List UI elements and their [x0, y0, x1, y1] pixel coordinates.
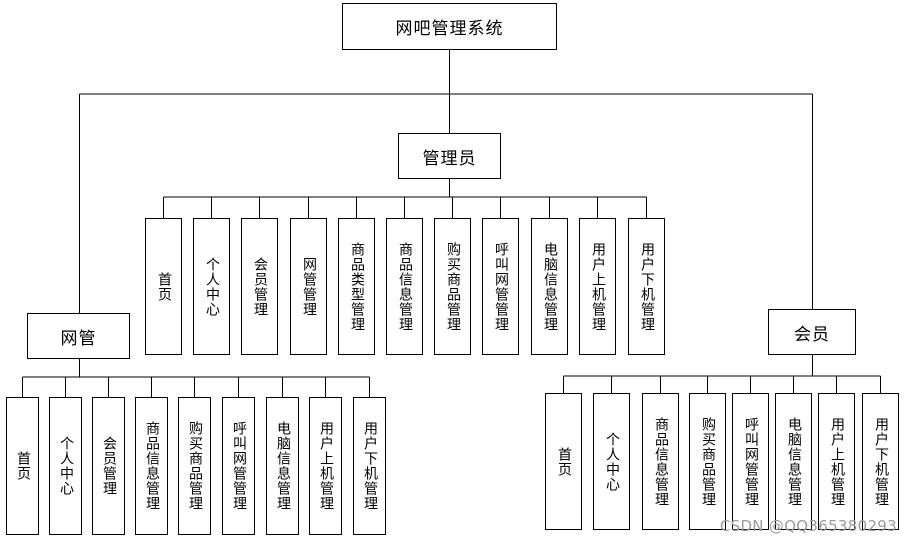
netadmin-leaf-label: 个人中心: [58, 436, 74, 496]
admin-leaf-label: 首页: [156, 271, 172, 302]
admin-leaf-node: 商品信息管理: [386, 218, 423, 355]
member-node-label: 会员: [794, 324, 830, 345]
member-leaf-label: 商品信息管理: [653, 416, 669, 507]
netadmin-leaf-label: 商品信息管理: [144, 421, 160, 511]
netadmin-leaf-node: 用户下机管理: [353, 397, 386, 535]
netadmin-leaf-node: 呼叫网管管理: [222, 397, 255, 535]
root-node-label: 网吧管理系统: [395, 19, 504, 39]
admin-leaf-node: 购买商品管理: [434, 218, 471, 355]
netadmin-leaf-node: 首页: [6, 397, 39, 535]
admin-leaf-label: 电脑信息管理: [542, 241, 558, 332]
netadmin-node: 网管: [27, 313, 130, 359]
member-leaf-node: 呼叫网管管理: [732, 393, 769, 530]
member-leaf-node: 用户下机管理: [862, 393, 899, 530]
netadmin-leaf-label: 电脑信息管理: [275, 421, 291, 511]
member-leaf-label: 购买商品管理: [700, 416, 716, 507]
watermark: CSDN @QQ365380293: [719, 517, 897, 535]
member-leaf-node: 用户上机管理: [818, 393, 855, 530]
admin-leaf-label: 用户上机管理: [590, 241, 606, 332]
member-leaf-label: 用户上机管理: [829, 416, 845, 507]
netadmin-node-label: 网管: [60, 328, 97, 349]
admin-leaf-label: 会员管理: [252, 256, 268, 317]
member-leaf-label: 个人中心: [604, 431, 620, 492]
admin-leaf-node: 会员管理: [241, 218, 278, 355]
netadmin-leaf-node: 商品信息管理: [135, 397, 168, 535]
netadmin-leaf-label: 会员管理: [101, 436, 117, 496]
admin-leaf-label: 商品信息管理: [397, 241, 413, 332]
admin-node: 管理员: [398, 133, 501, 179]
member-leaf-node: 首页: [545, 393, 582, 530]
member-leaf-node: 电脑信息管理: [775, 393, 812, 530]
admin-leaf-label: 个人中心: [204, 256, 220, 317]
admin-leaf-label: 购买商品管理: [445, 241, 461, 332]
member-leaf-node: 商品信息管理: [642, 393, 679, 530]
admin-leaf-node: 用户上机管理: [579, 218, 616, 355]
netadmin-leaf-node: 电脑信息管理: [266, 397, 299, 535]
admin-leaf-node: 用户下机管理: [628, 218, 665, 355]
admin-leaf-label: 用户下机管理: [639, 241, 655, 332]
admin-leaf-node: 商品类型管理: [338, 218, 375, 355]
netadmin-leaf-node: 购买商品管理: [178, 397, 211, 535]
netadmin-leaf-label: 呼叫网管管理: [231, 421, 247, 511]
root-node: 网吧管理系统: [342, 3, 557, 50]
admin-leaf-node: 网管管理: [290, 218, 327, 355]
member-leaf-node: 购买商品管理: [689, 393, 726, 530]
netadmin-leaf-node: 个人中心: [49, 397, 82, 535]
admin-node-label: 管理员: [422, 148, 477, 169]
admin-leaf-label: 商品类型管理: [349, 241, 365, 332]
admin-leaf-label: 呼叫网管管理: [493, 241, 509, 332]
admin-leaf-node: 呼叫网管管理: [482, 218, 519, 355]
netadmin-leaf-node: 用户上机管理: [309, 397, 342, 535]
admin-leaf-node: 首页: [145, 218, 182, 355]
netadmin-leaf-label: 用户上机管理: [318, 421, 334, 511]
member-node: 会员: [768, 309, 856, 355]
admin-leaf-label: 网管管理: [301, 256, 317, 317]
netadmin-leaf-label: 用户下机管理: [362, 421, 378, 511]
netadmin-leaf-node: 会员管理: [92, 397, 125, 535]
netadmin-leaf-label: 购买商品管理: [187, 421, 203, 511]
admin-leaf-node: 电脑信息管理: [531, 218, 568, 355]
member-leaf-label: 首页: [556, 446, 572, 477]
member-leaf-label: 用户下机管理: [873, 416, 889, 507]
member-leaf-label: 呼叫网管管理: [743, 416, 759, 507]
member-leaf-label: 电脑信息管理: [786, 416, 802, 507]
member-leaf-node: 个人中心: [593, 393, 630, 530]
admin-leaf-node: 个人中心: [193, 218, 230, 355]
netadmin-leaf-label: 首页: [15, 451, 31, 481]
